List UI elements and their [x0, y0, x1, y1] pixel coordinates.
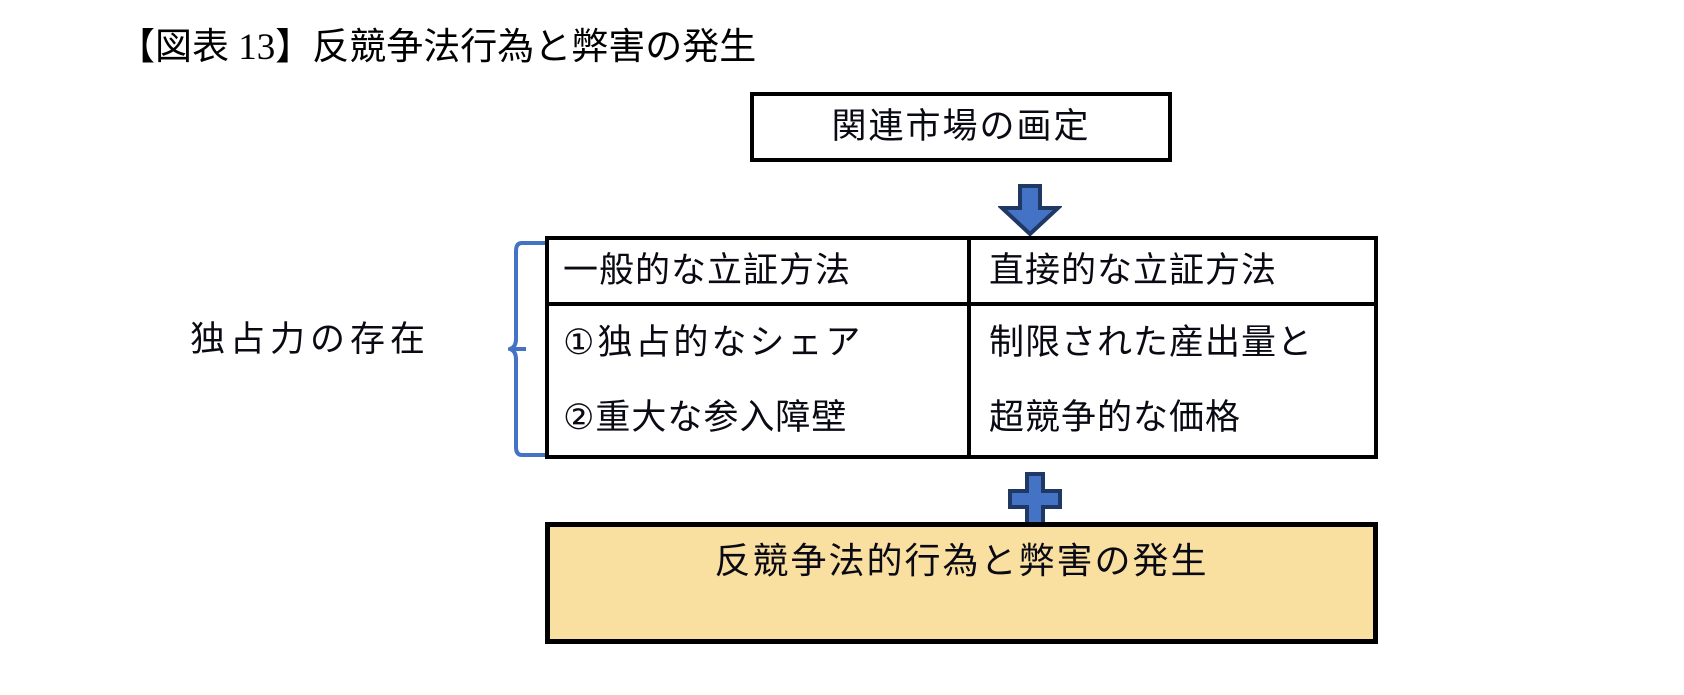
relevant-market-box: 関連市場の画定	[750, 92, 1172, 162]
monopoly-power-label: 独占力の存在	[190, 320, 431, 360]
down-arrow-icon	[996, 184, 1064, 237]
table-cell-r3c2: 超競争的な価格	[967, 380, 1374, 455]
table-cell-r2c1: ①独占的なシェア	[563, 323, 864, 364]
plus-sign-icon	[1008, 472, 1062, 526]
anticompetitive-result-box: 反競争法的行為と弊害の発生	[545, 522, 1378, 644]
table-cell-r1c2: 直接的な立証方法	[967, 240, 1374, 306]
proof-methods-table: 一般的な立証方法 直接的な立証方法 ①独占的なシェア 制限された産出量と ②重大…	[545, 236, 1378, 459]
figure-title: 【図表 13】反競争法行為と弊害の発生	[118, 27, 757, 68]
table-cell-r1c1: 一般的な立証方法	[549, 240, 967, 306]
table-cell-r2c2: 制限された産出量と	[967, 306, 1374, 381]
anticompetitive-result-label: 反競争法的行為と弊害の発生	[714, 541, 1209, 582]
curly-brace-icon	[503, 240, 552, 458]
table-cell-r3c1: ②重大な参入障壁	[563, 397, 848, 438]
proof-methods-grid: 一般的な立証方法 直接的な立証方法 ①独占的なシェア 制限された産出量と ②重大…	[549, 240, 1374, 455]
relevant-market-label: 関連市場の画定	[831, 107, 1091, 147]
